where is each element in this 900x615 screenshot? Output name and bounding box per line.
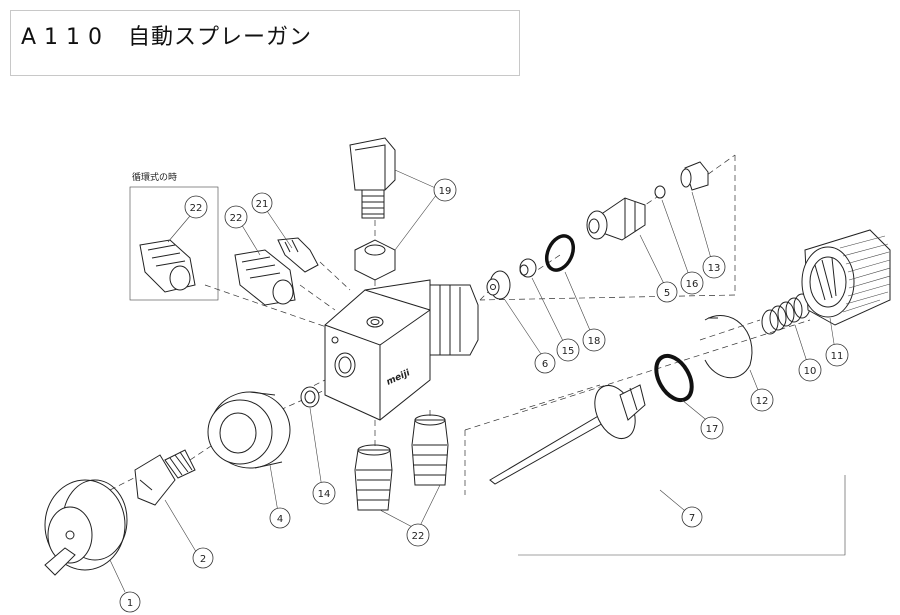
- callout-14: 14: [312, 481, 336, 505]
- part-22-fitting-lower-left: [354, 444, 393, 511]
- svg-text:10: 10: [804, 366, 817, 377]
- callout-15: 15: [556, 338, 580, 362]
- part-16-washer: [654, 185, 666, 199]
- part-22-fitting-lower-right: [411, 414, 449, 486]
- svg-text:16: 16: [686, 279, 699, 290]
- callout-22-upper: 22: [224, 205, 248, 229]
- part-5-piston-housing: [586, 197, 646, 241]
- circulation-inset-label: 循環式の時: [132, 171, 177, 183]
- svg-text:5: 5: [664, 288, 670, 299]
- part-18-o-ring: [544, 234, 576, 272]
- svg-text:22: 22: [412, 531, 425, 542]
- circulation-inset-box: [129, 186, 219, 301]
- callout-22-lower: 22: [406, 523, 430, 547]
- svg-text:15: 15: [562, 346, 575, 357]
- svg-text:1: 1: [127, 598, 133, 609]
- part-7-needle: [489, 384, 646, 485]
- leader-lines: [109, 169, 836, 593]
- part7-bracket: [518, 475, 846, 556]
- svg-text:4: 4: [277, 514, 283, 525]
- callout-10: 10: [798, 358, 822, 382]
- page-title: A110 自動スプレーガン: [21, 19, 312, 51]
- assembly-guide-lines: [109, 154, 811, 495]
- callout-21: 21: [251, 192, 273, 214]
- callout-12: 12: [750, 388, 774, 412]
- part-17-o-ring: [654, 353, 694, 403]
- svg-text:12: 12: [756, 396, 769, 407]
- callout-2: 2: [192, 547, 214, 569]
- part-4-ring: [207, 391, 291, 469]
- svg-text:17: 17: [706, 424, 719, 435]
- part-15-small-nut: [519, 258, 537, 278]
- callout-11: 11: [825, 343, 849, 367]
- svg-text:21: 21: [256, 199, 269, 210]
- svg-text:22: 22: [190, 203, 203, 214]
- part-10-spring: [761, 293, 811, 335]
- part-14-o-ring: [300, 386, 320, 408]
- part-19-swivel-fitting: [349, 137, 396, 219]
- gun-body-block: meiji: [324, 279, 479, 421]
- part-22-fitting-upper: [234, 249, 296, 306]
- svg-text:14: 14: [318, 489, 331, 500]
- svg-text:11: 11: [831, 351, 844, 362]
- svg-text:2: 2: [200, 554, 206, 565]
- part-22-fitting-inset: [139, 239, 196, 293]
- callout-19: 19: [433, 178, 457, 202]
- part-21-small-fitting: [277, 237, 319, 273]
- part-1-air-cap: [44, 479, 128, 576]
- callout-13: 13: [702, 255, 726, 279]
- callout-22-inset: 22: [184, 195, 208, 219]
- svg-text:6: 6: [542, 359, 548, 370]
- svg-text:19: 19: [439, 186, 452, 197]
- callout-6: 6: [534, 352, 556, 374]
- callout-7: 7: [681, 506, 703, 528]
- svg-text:13: 13: [708, 263, 721, 274]
- callout-1: 1: [119, 591, 141, 613]
- svg-text:7: 7: [689, 513, 695, 524]
- svg-text:18: 18: [588, 336, 601, 347]
- model-code: A110: [21, 25, 111, 50]
- title-box: A110 自動スプレーガン: [10, 10, 520, 76]
- product-name: 自動スプレーガン: [128, 25, 313, 50]
- callout-5: 5: [656, 281, 678, 303]
- part-6-seat: [486, 270, 511, 300]
- part-19-hex-nut: [354, 239, 396, 281]
- part-13-cap-screw: [680, 161, 709, 191]
- part-11-rear-cap: [801, 229, 891, 326]
- callout-16: 16: [680, 271, 704, 295]
- callout-17: 17: [700, 416, 724, 440]
- callout-4: 4: [269, 507, 291, 529]
- part-12-clip: [704, 315, 753, 379]
- svg-text:22: 22: [230, 213, 243, 224]
- part-2-nozzle: [134, 449, 196, 506]
- callout-18: 18: [582, 328, 606, 352]
